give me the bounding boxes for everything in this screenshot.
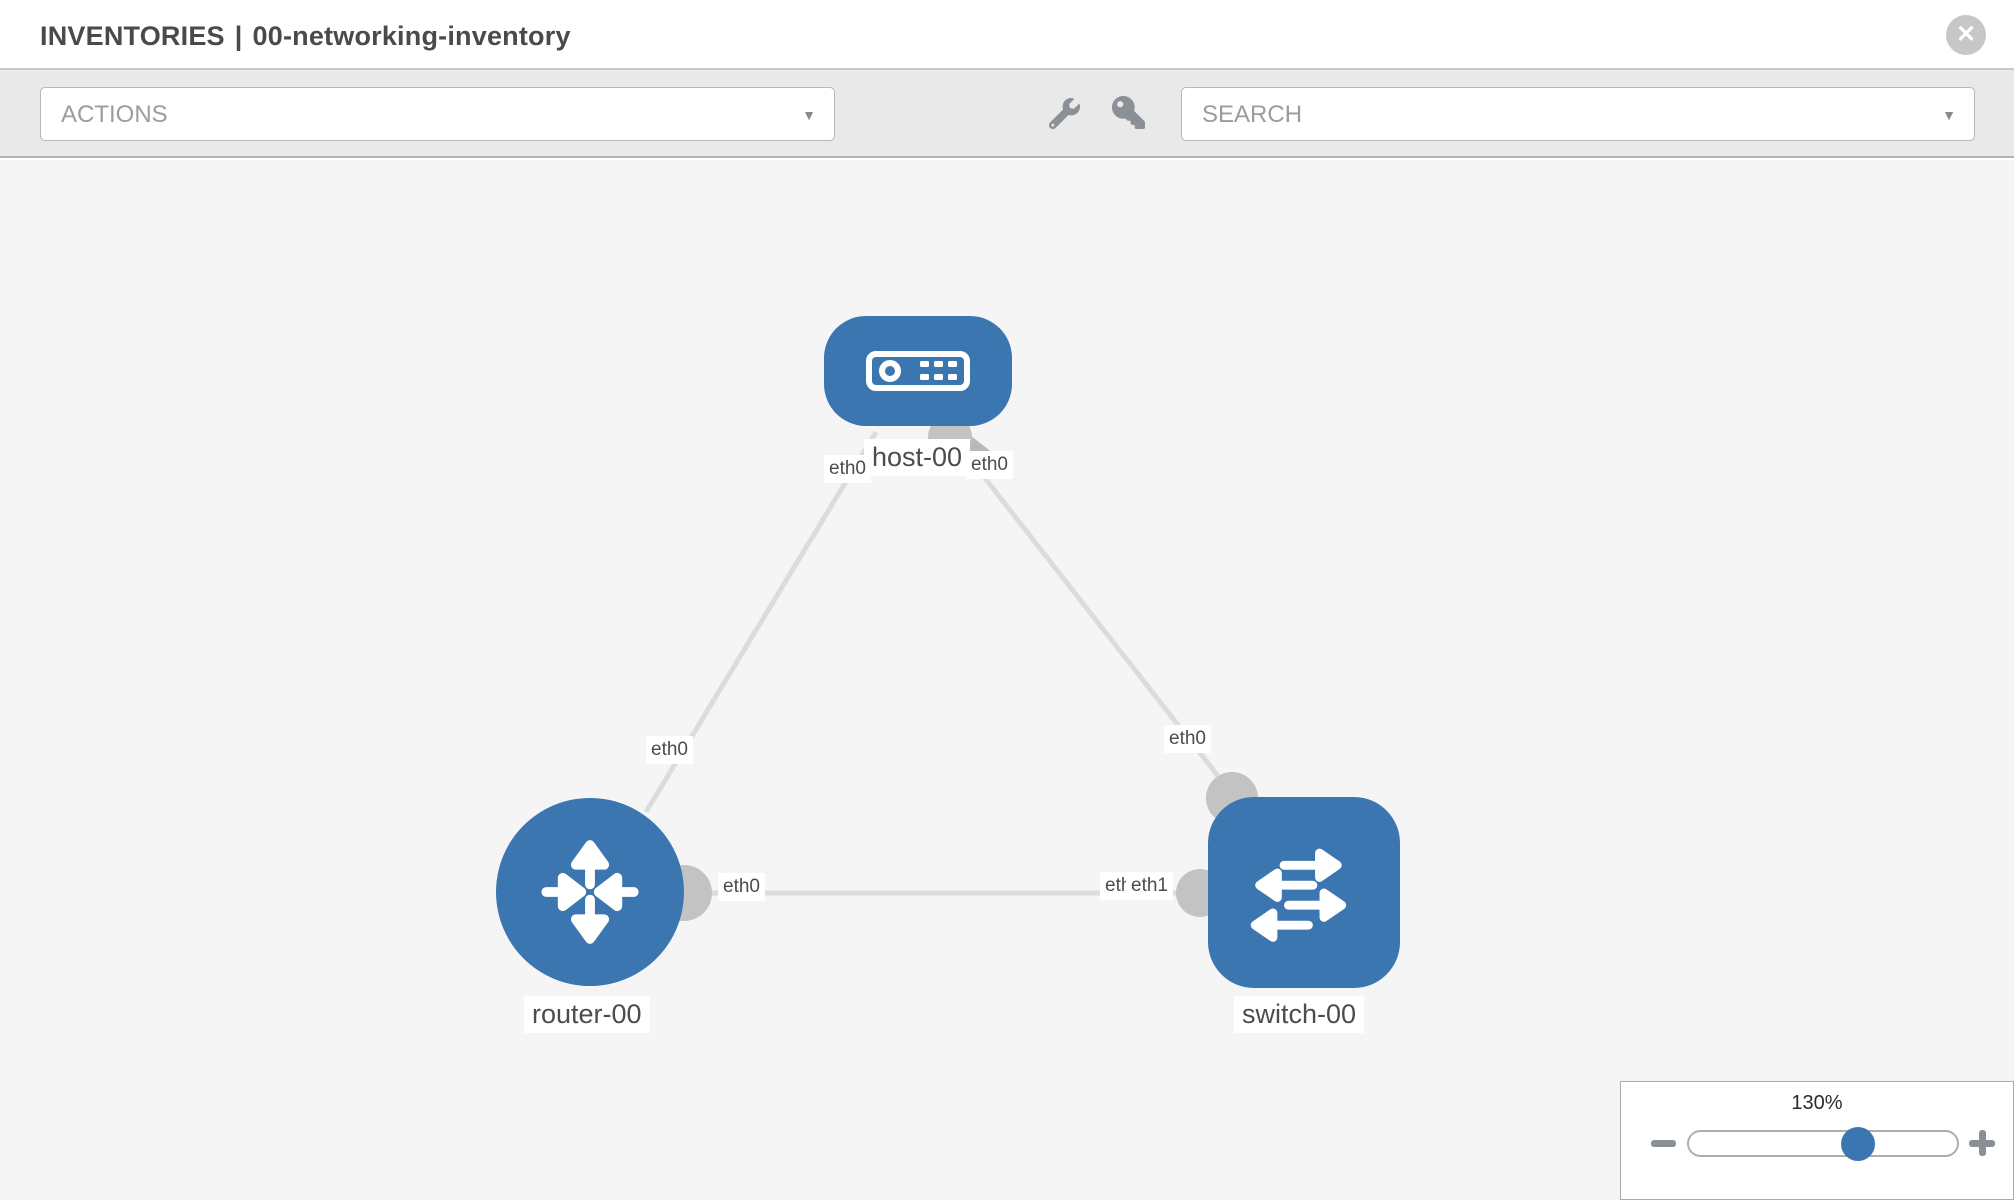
close-button[interactable]: ✕ [1946,15,1986,55]
node-router-00[interactable] [496,798,684,986]
interface-label-host-eth0: eth0 [824,455,871,483]
node-host-00[interactable] [824,316,1012,426]
node-label-switch: switch-00 [1234,996,1365,1033]
switch-icon [1250,848,1347,942]
links-layer [643,415,1258,921]
chevron-down-icon: ▼ [1942,107,1956,123]
host-icon [866,351,970,391]
actions-dropdown[interactable]: ACTIONS ▼ [40,87,835,141]
zoom-in-icon[interactable] [1969,1130,1995,1156]
toolbar: ACTIONS ▼ SEARCH ▼ [0,70,2014,158]
zoom-level: 130% [1791,1092,1843,1114]
node-switch-00[interactable] [1208,797,1400,988]
zoom-out-icon[interactable] [1651,1140,1676,1147]
actions-dropdown-label: ACTIONS [61,101,168,128]
page-title: INVENTORIES | 00-networking-inventory [40,0,571,70]
key-button[interactable] [1112,96,1145,129]
zoom-slider-handle[interactable] [1841,1127,1875,1161]
interface-label-host-eth0: eth0 [966,451,1013,479]
search-placeholder: SEARCH [1202,101,1303,128]
interface-label-switch-eth1: eth1 [1126,872,1173,900]
zoom-control-panel: 130% [1620,1081,2014,1200]
topology-canvas[interactable]: host-00 router-00 switch-00 eth0 eth0 et… [0,160,2014,1200]
router-icon [541,840,639,944]
node-label-host: host-00 [864,439,971,476]
title-prefix: INVENTORIES [40,21,225,51]
title-separator: | [234,21,243,51]
interface-label-router-eth0: eth0 [646,736,693,764]
wrench-button[interactable] [1049,98,1080,129]
interface-label-router-eth0: eth0 [718,873,765,901]
key-icon [1112,96,1145,129]
interface-label-switch-eth0: eth0 [1164,725,1211,753]
header: INVENTORIES | 00-networking-inventory ✕ [0,0,2014,70]
chevron-down-icon: ▼ [802,107,816,123]
wrench-icon [1049,98,1080,129]
node-label-router: router-00 [524,996,650,1033]
close-icon: ✕ [1955,21,1977,48]
zoom-slider-track[interactable] [1687,1130,1959,1157]
search-dropdown[interactable]: SEARCH ▼ [1181,87,1975,141]
inventory-name: 00-networking-inventory [252,21,571,51]
